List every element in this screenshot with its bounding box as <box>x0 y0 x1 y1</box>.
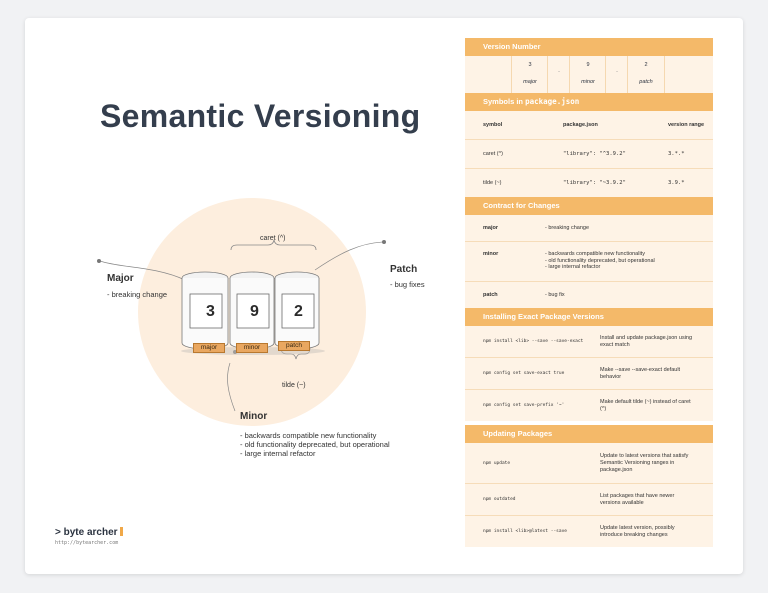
page-title: Semantic Versioning <box>100 98 421 134</box>
table-row: tilde (~) "library": "~3.9.2" 3.9.* <box>483 180 685 186</box>
symbols-heading: Symbols in package.json <box>465 93 713 111</box>
patch-callout-title: Patch <box>390 264 418 275</box>
minor-connector <box>227 362 236 412</box>
table-row: npm install <lib> --save --save-exact In… <box>465 326 713 358</box>
table-row: caret (^) "library": "^3.9.2" 3.*.* <box>465 140 713 169</box>
wheel-minor <box>229 271 275 350</box>
minor-callout-line: - old functionality deprecated, but oper… <box>240 440 390 449</box>
table-row: npm outdated List packages that have new… <box>465 484 713 516</box>
major-connector-dot <box>97 259 101 263</box>
table-row: npm config set save-exact true Make --sa… <box>465 358 713 390</box>
table-row: npm config set save-prefix '~' Make defa… <box>483 398 691 412</box>
table-row: patch - bug fix <box>483 292 565 298</box>
table-row: major - breaking change <box>465 215 713 242</box>
updating-table: npm update Update to latest versions tha… <box>465 443 713 547</box>
caret-brace <box>230 239 317 251</box>
version-major-cell: 3 major <box>511 56 548 93</box>
version-dot-cell: . <box>547 56 570 93</box>
wheel-patch <box>274 271 320 350</box>
version-number-heading: Version Number <box>465 38 713 56</box>
major-digit: 3 <box>206 303 215 320</box>
cheat-sheet-card: Semantic Versioning 3 <box>25 18 743 574</box>
reference-panel: Version Number 3 major . 9 minor . 2 pat… <box>465 38 713 547</box>
brand-name: > byte archer <box>55 527 123 538</box>
version-dot-cell: . <box>605 56 628 93</box>
symbols-table: symbol package.json version range caret … <box>465 111 713 197</box>
patch-callout-line: - bug fixes <box>390 280 425 289</box>
minor-tag: minor <box>236 343 268 353</box>
table-row: symbol package.json version range <box>465 111 713 140</box>
wheel-major <box>181 271 229 350</box>
patch-digit: 2 <box>294 303 303 320</box>
installing-table: npm install <lib> --save --save-exact In… <box>465 326 713 421</box>
major-connector <box>99 260 186 281</box>
tilde-label: tilde (~) <box>282 382 306 389</box>
major-callout-line: - breaking change <box>107 290 168 299</box>
contract-table: major - breaking change minor - backward… <box>465 215 713 308</box>
major-callout-title: Major <box>107 273 134 284</box>
updating-heading: Updating Packages <box>465 425 713 443</box>
patch-tag: patch <box>278 341 310 351</box>
brand-url: http://bytearcher.com <box>55 540 119 546</box>
major-tag: major <box>193 343 225 353</box>
contract-heading: Contract for Changes <box>465 197 713 215</box>
table-row: npm update Update to latest versions tha… <box>465 443 713 484</box>
version-number-table: 3 major . 9 minor . 2 patch <box>465 56 713 93</box>
table-row: minor - backwards compatible new functio… <box>465 242 713 282</box>
table-row: npm install <lib>@latest --save Update l… <box>483 524 675 538</box>
minor-callout-title: Minor <box>240 411 268 422</box>
patch-connector-dot <box>382 240 386 244</box>
version-patch-cell: 2 patch <box>627 56 665 93</box>
minor-callout-line: - backwards compatible new functionality <box>240 431 377 440</box>
caret-label: caret (^) <box>260 235 286 242</box>
minor-callout-line: - large internal refactor <box>240 449 316 458</box>
patch-connector <box>314 241 384 271</box>
installing-heading: Installing Exact Package Versions <box>465 308 713 326</box>
version-minor-cell: 9 minor <box>569 56 606 93</box>
brand-logo: > byte archer http://bytearcher.com <box>55 527 123 546</box>
minor-digit: 9 <box>250 303 259 320</box>
